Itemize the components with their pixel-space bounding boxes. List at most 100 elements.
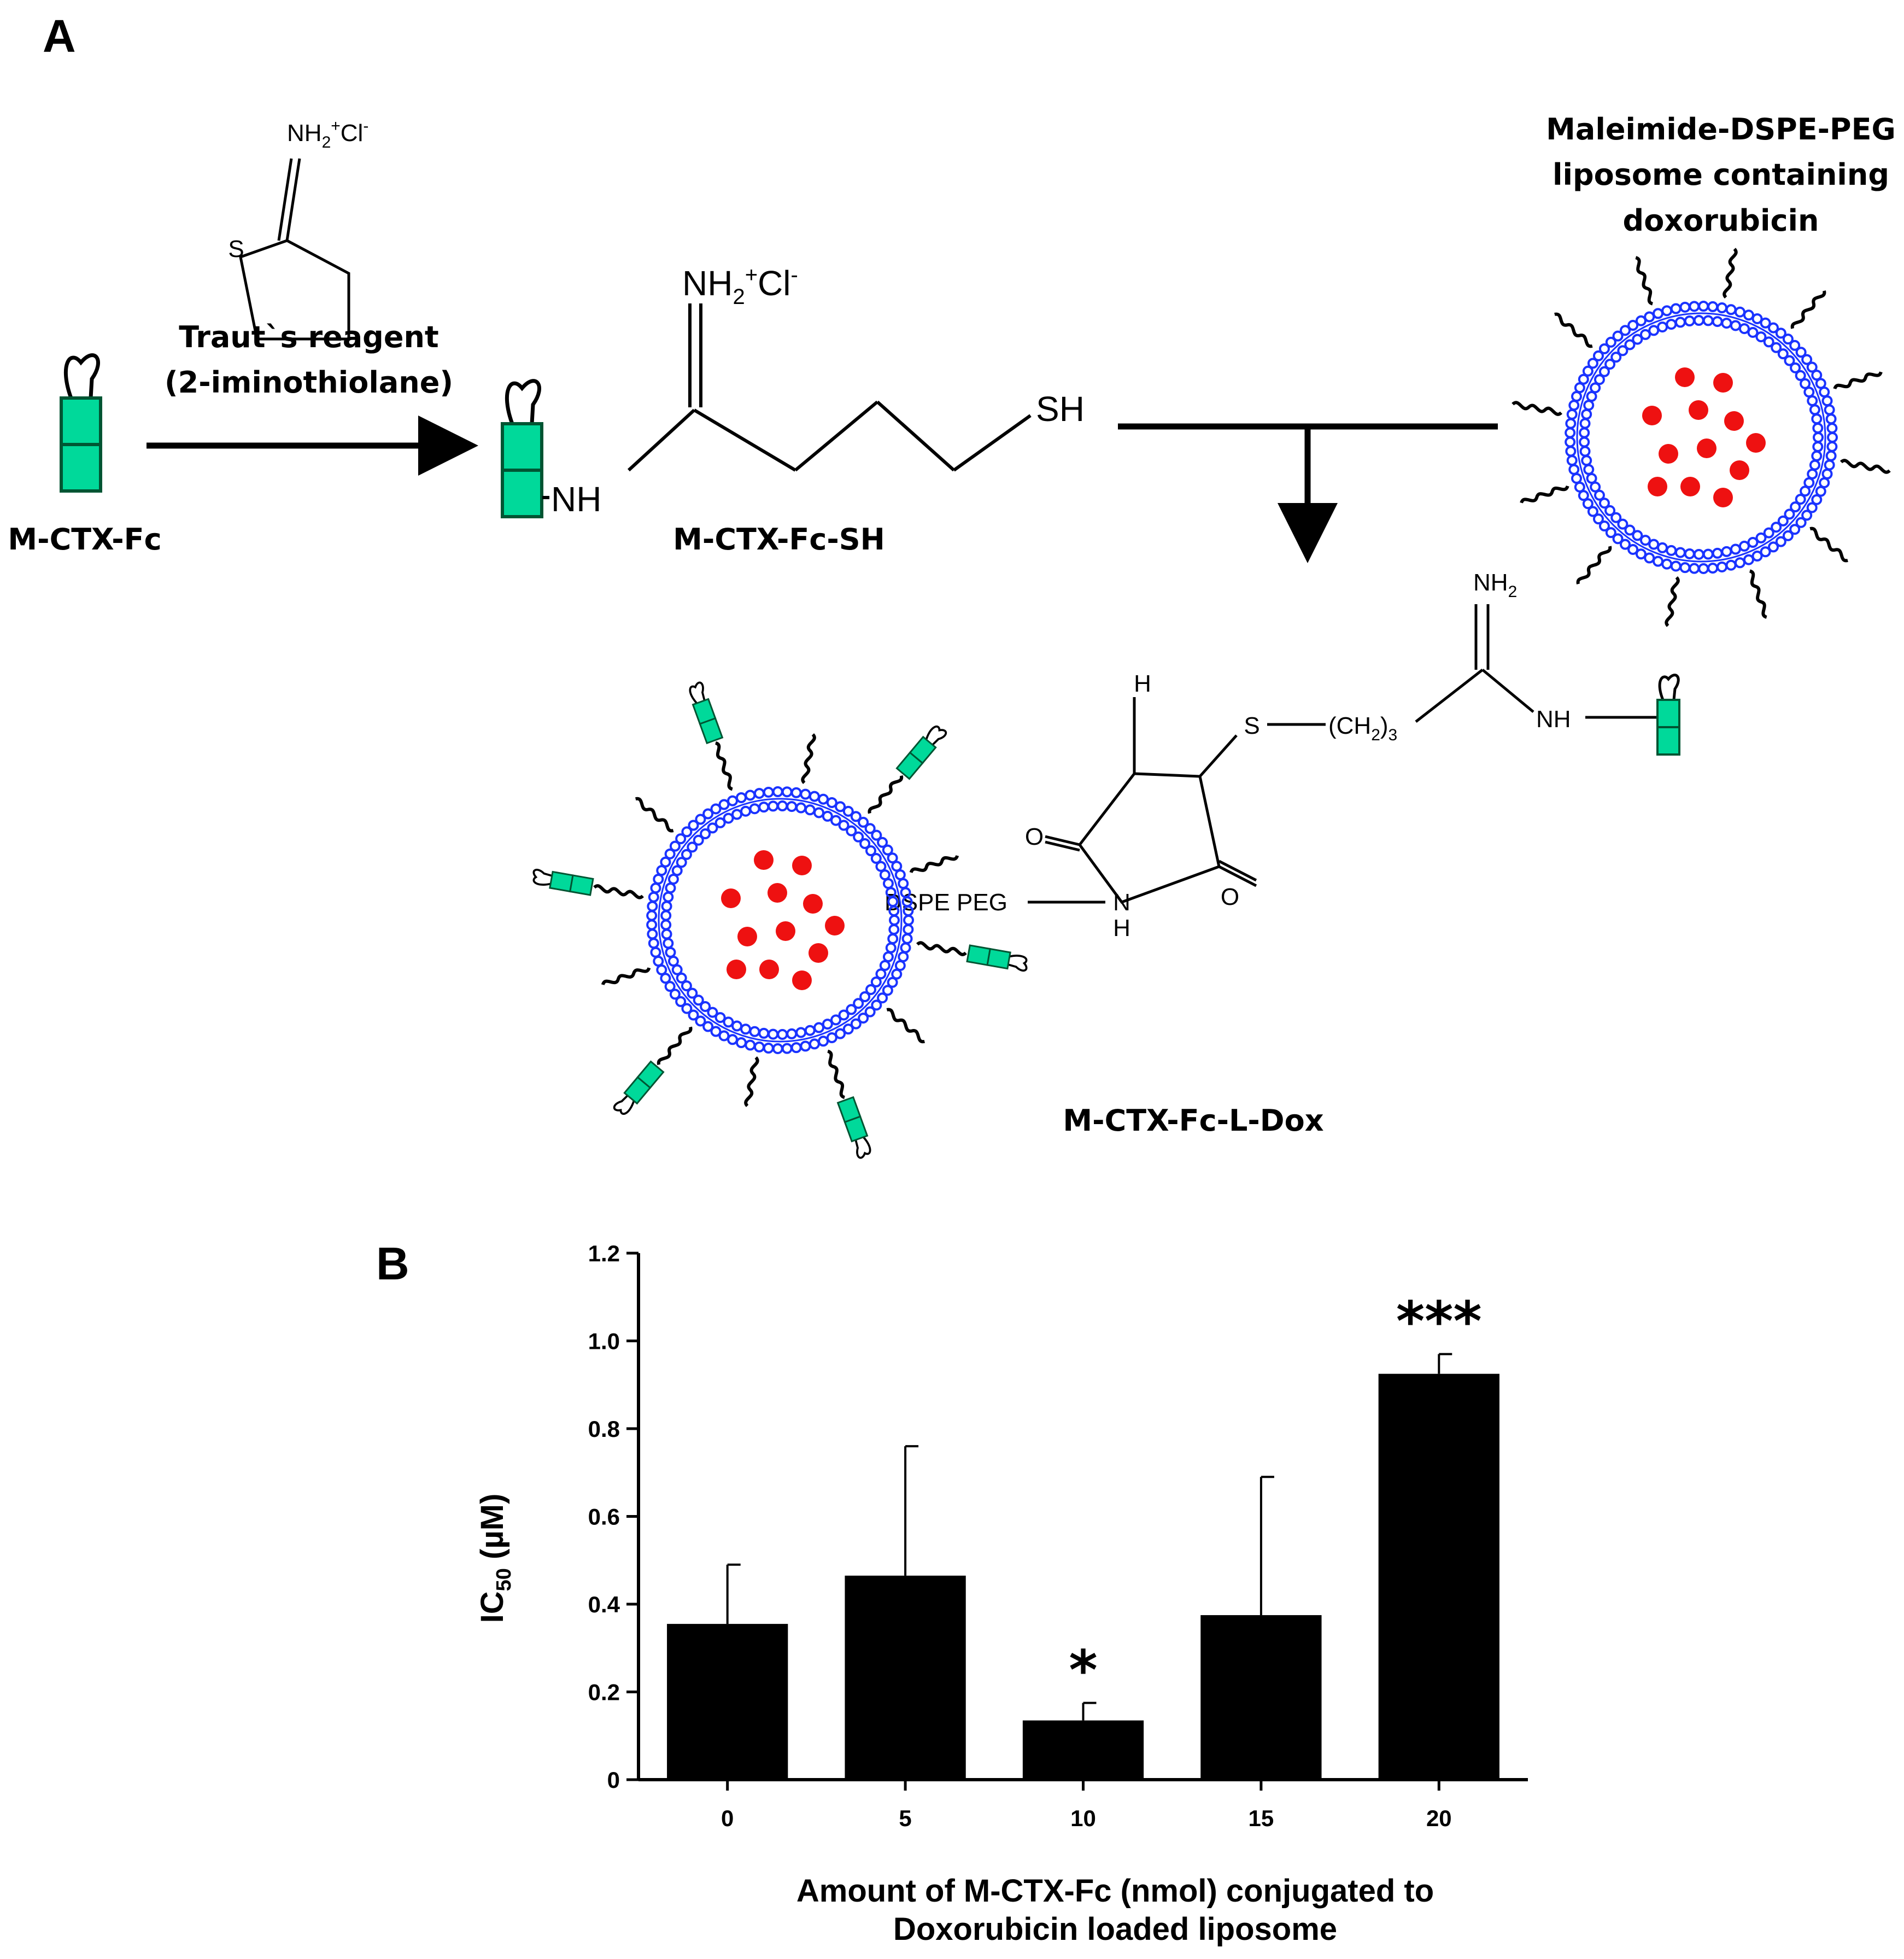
lipid-bead xyxy=(661,928,672,940)
lipid-bead xyxy=(1803,387,1815,398)
peg-chain xyxy=(634,797,675,832)
lipid-bead xyxy=(1707,301,1719,312)
peg-chain xyxy=(713,742,734,790)
lipid-bead xyxy=(647,928,658,940)
lipid-bead xyxy=(1605,336,1616,348)
lipid-bead xyxy=(1795,370,1806,381)
lipid-bead xyxy=(809,791,820,802)
lipid-bead xyxy=(1632,334,1643,345)
lipid-bead xyxy=(1747,326,1759,338)
lipid-bead xyxy=(735,792,747,803)
lipid-bead xyxy=(1565,418,1577,429)
conjugated-liposome-icon xyxy=(530,680,1030,1160)
lipid-bead xyxy=(1789,340,1801,351)
peg-chain xyxy=(1841,460,1890,473)
lipid-bead xyxy=(664,981,676,992)
doxorubicin-dot xyxy=(1713,373,1733,393)
lipid-bead xyxy=(813,807,825,818)
lipid-bead xyxy=(1824,459,1835,471)
lipid-bead xyxy=(1807,395,1818,407)
thiolated-chain xyxy=(542,303,1032,499)
lipid-bead xyxy=(887,852,898,864)
lipid-bead xyxy=(1784,508,1795,520)
lipid-bead xyxy=(1565,427,1576,438)
lipid-bead xyxy=(850,1018,862,1030)
peg-chain xyxy=(1791,289,1826,330)
lipid-bead xyxy=(891,861,903,872)
lipid-bead xyxy=(1582,365,1593,377)
lipid-bead xyxy=(887,976,898,988)
lipid-bead xyxy=(1648,539,1660,550)
lipid-bead xyxy=(1821,468,1833,479)
bar xyxy=(1378,1373,1499,1780)
lipid-bead xyxy=(864,823,876,834)
final-n: N xyxy=(1113,889,1130,916)
lipid-bead xyxy=(1763,527,1774,539)
lipid-bead xyxy=(688,1009,699,1021)
lipid-bead xyxy=(1800,486,1811,497)
lipid-bead xyxy=(882,844,893,856)
lipid-bead xyxy=(903,915,914,926)
doxorubicin-dot xyxy=(776,921,795,941)
lipid-bead xyxy=(1721,546,1732,557)
lipid-bead xyxy=(835,1028,846,1039)
lipid-bead xyxy=(681,980,692,992)
lipid-bead xyxy=(687,841,698,853)
lipid-bead xyxy=(1702,548,1714,560)
lipid-bead xyxy=(865,845,877,857)
lipid-bead xyxy=(777,1028,788,1040)
lipid-bead xyxy=(781,786,793,798)
lipid-bead xyxy=(648,891,659,903)
lipid-bead xyxy=(660,973,671,984)
lipid-bead xyxy=(1648,325,1660,336)
lipid-bead xyxy=(1698,301,1709,312)
lipid-bead xyxy=(735,1037,747,1049)
lipid-bead xyxy=(1566,408,1578,420)
lipid-bead xyxy=(1604,505,1616,516)
lipid-bead xyxy=(1807,468,1818,479)
lipid-bead xyxy=(1582,498,1593,510)
lipid-bead xyxy=(1806,502,1818,513)
lipid-bead xyxy=(871,829,882,841)
lipid-bead xyxy=(1653,308,1664,319)
lipid-bead xyxy=(804,1025,816,1036)
doxorubicin-dot xyxy=(1648,477,1667,496)
y-tick-label: 0 xyxy=(607,1767,620,1793)
lipid-bead xyxy=(648,938,659,949)
lipid-bead xyxy=(1566,455,1578,466)
lipid-bead xyxy=(1768,322,1779,334)
peg-chain xyxy=(1521,484,1568,505)
lipid-bead xyxy=(693,834,704,846)
x-tick-label: 15 xyxy=(1249,1805,1274,1831)
lipid-bead xyxy=(1579,446,1591,457)
lipid-bead xyxy=(1811,450,1823,461)
lipid-bead xyxy=(1689,301,1700,312)
lipid-bead xyxy=(665,882,676,894)
lipid-bead xyxy=(727,1034,739,1045)
lipid-bead xyxy=(647,900,658,912)
lipid-bead xyxy=(653,956,664,967)
lipid-bead xyxy=(894,960,906,972)
conjugated-antibody-icon xyxy=(966,944,1030,973)
doxorubicin-dot xyxy=(792,970,812,990)
lipid-bead xyxy=(1768,541,1779,553)
lipid-bead xyxy=(830,1014,842,1026)
liposome-title-line3: doxorubicin xyxy=(1623,203,1819,238)
peg-chain xyxy=(910,853,958,874)
lipid-bead xyxy=(1809,459,1820,471)
reagent-name: Traut`s reagent xyxy=(179,320,438,354)
lipid-bead xyxy=(671,865,683,876)
x-tick-label: 5 xyxy=(899,1805,911,1831)
peg-chain xyxy=(745,1057,758,1106)
lipid-bead xyxy=(1666,545,1677,556)
lipid-bead xyxy=(667,956,679,967)
conjugated-antibody-icon xyxy=(836,1096,875,1160)
lipid-bead xyxy=(1730,543,1741,555)
lipid-bead xyxy=(1627,543,1639,555)
lipid-bead xyxy=(665,946,676,958)
lipid-bead xyxy=(1811,370,1823,381)
x-tick-label: 10 xyxy=(1070,1805,1096,1831)
lipid-bead xyxy=(1661,558,1673,570)
lipid-bead xyxy=(740,805,752,817)
lipid-bead xyxy=(663,891,674,903)
